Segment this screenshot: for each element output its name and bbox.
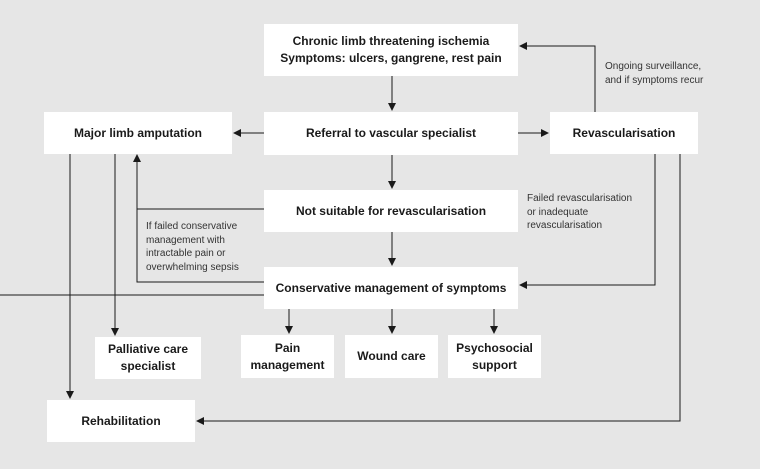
clti-symptoms: Symptoms: ulcers, gangrene, rest pain xyxy=(280,51,502,65)
surveillance-line2: and if symptoms recur xyxy=(605,74,704,86)
major-amputation-box: Major limb amputation xyxy=(44,112,232,154)
failed-conservative-line2: management with xyxy=(146,234,225,246)
rehabilitation-label: Rehabilitation xyxy=(81,413,161,428)
not-suitable-box: Not suitable for revascularisation xyxy=(264,190,518,232)
arrow-revascularisation-to-conservative xyxy=(519,154,656,289)
failed-revasc-line2: or inadequate xyxy=(527,206,589,218)
psychosocial-line1: Psychosocial xyxy=(456,340,533,355)
wound-care-box: Wound care xyxy=(345,335,438,378)
rehabilitation-box: Rehabilitation xyxy=(47,400,195,442)
psychosocial-line2: support xyxy=(472,357,517,372)
failed-conservative-line1: If failed conservative xyxy=(146,221,238,232)
pain-line2: management xyxy=(250,357,325,372)
referral-label: Referral to vascular specialist xyxy=(305,126,477,140)
revascularisation-label: Revascularisation xyxy=(572,125,676,140)
conservative-box: Conservative management of symptoms xyxy=(264,267,518,309)
pain-management-box: Pain management xyxy=(241,335,334,378)
clti-title: Chronic limb threatening ischemia xyxy=(292,34,490,48)
arrow-surveillance-to-clti xyxy=(519,42,596,112)
referral-box: Referral to vascular specialist xyxy=(264,112,518,155)
conservative-label: Conservative management of symptoms xyxy=(275,280,507,295)
wound-care-label: Wound care xyxy=(357,349,426,363)
arrow-revascularisation-to-rehabilitation xyxy=(196,154,681,425)
failed-revasc-line1: Failed revascularisation xyxy=(527,193,633,204)
palliative-line2: specialist xyxy=(120,359,176,373)
clti-box: Chronic limb threatening ischemia Sympto… xyxy=(264,24,518,76)
major-amputation-label: Major limb amputation xyxy=(73,125,202,140)
revascularisation-box: Revascularisation xyxy=(550,112,698,154)
pain-line1: Pain xyxy=(274,340,301,355)
surveillance-note: Ongoing surveillance, and if symptoms re… xyxy=(605,60,703,87)
failed-conservative-line4: overwhelming sepsis xyxy=(146,261,239,273)
psychosocial-box: Psychosocial support xyxy=(448,335,541,378)
failed-revascularisation-note: Failed revascularisation or inadequate r… xyxy=(527,192,632,233)
palliative-line1: Palliative care xyxy=(107,342,189,356)
failed-conservative-note: If failed conservative management with i… xyxy=(146,220,239,274)
surveillance-line1: Ongoing surveillance, xyxy=(605,61,702,72)
failed-revasc-line3: revascularisation xyxy=(527,220,603,231)
palliative-box: Palliative care specialist xyxy=(95,337,201,379)
failed-conservative-line3: intractable pain or xyxy=(146,248,226,259)
not-suitable-label: Not suitable for revascularisation xyxy=(295,203,487,218)
arrow-conservative-to-amputation xyxy=(133,154,264,283)
